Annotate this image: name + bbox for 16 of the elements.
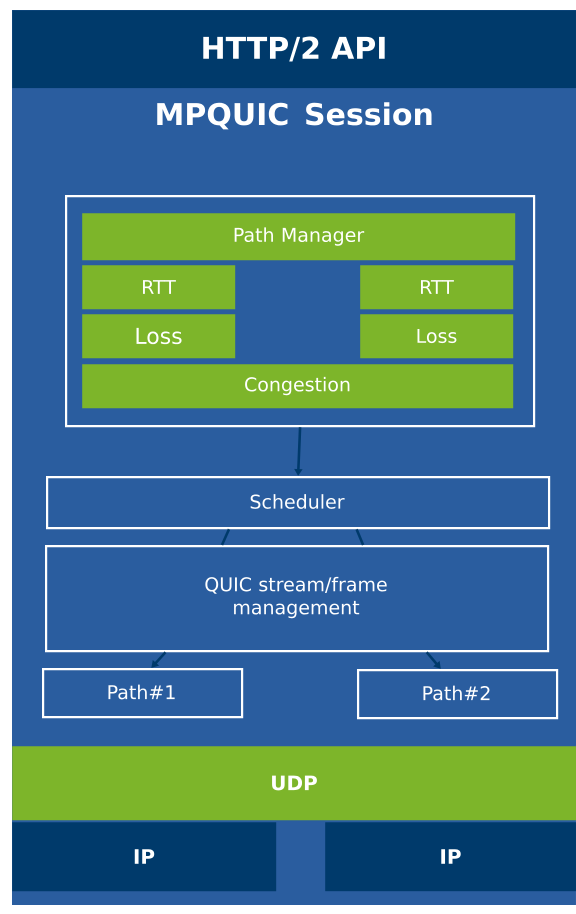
protocol-band: IP xyxy=(325,822,576,892)
module-box: Congestion xyxy=(82,364,514,408)
module-box: Loss xyxy=(360,314,514,358)
process-box: Scheduler xyxy=(46,476,550,530)
module-box: Path Manager xyxy=(82,213,516,260)
title-band: HTTP/2 API xyxy=(12,10,576,88)
protocol-band: IP xyxy=(12,822,276,892)
path-box: Path#2 xyxy=(357,669,558,720)
module-box: RTT xyxy=(82,265,236,310)
module-box: RTT xyxy=(360,265,514,310)
module-frame xyxy=(65,195,536,428)
arrow xyxy=(426,651,441,669)
protocol-band: UDP xyxy=(12,746,576,820)
path-box: Path#1 xyxy=(42,668,244,718)
process-box: QUIC stream/frame management xyxy=(45,545,550,652)
module-box: Loss xyxy=(82,314,236,358)
